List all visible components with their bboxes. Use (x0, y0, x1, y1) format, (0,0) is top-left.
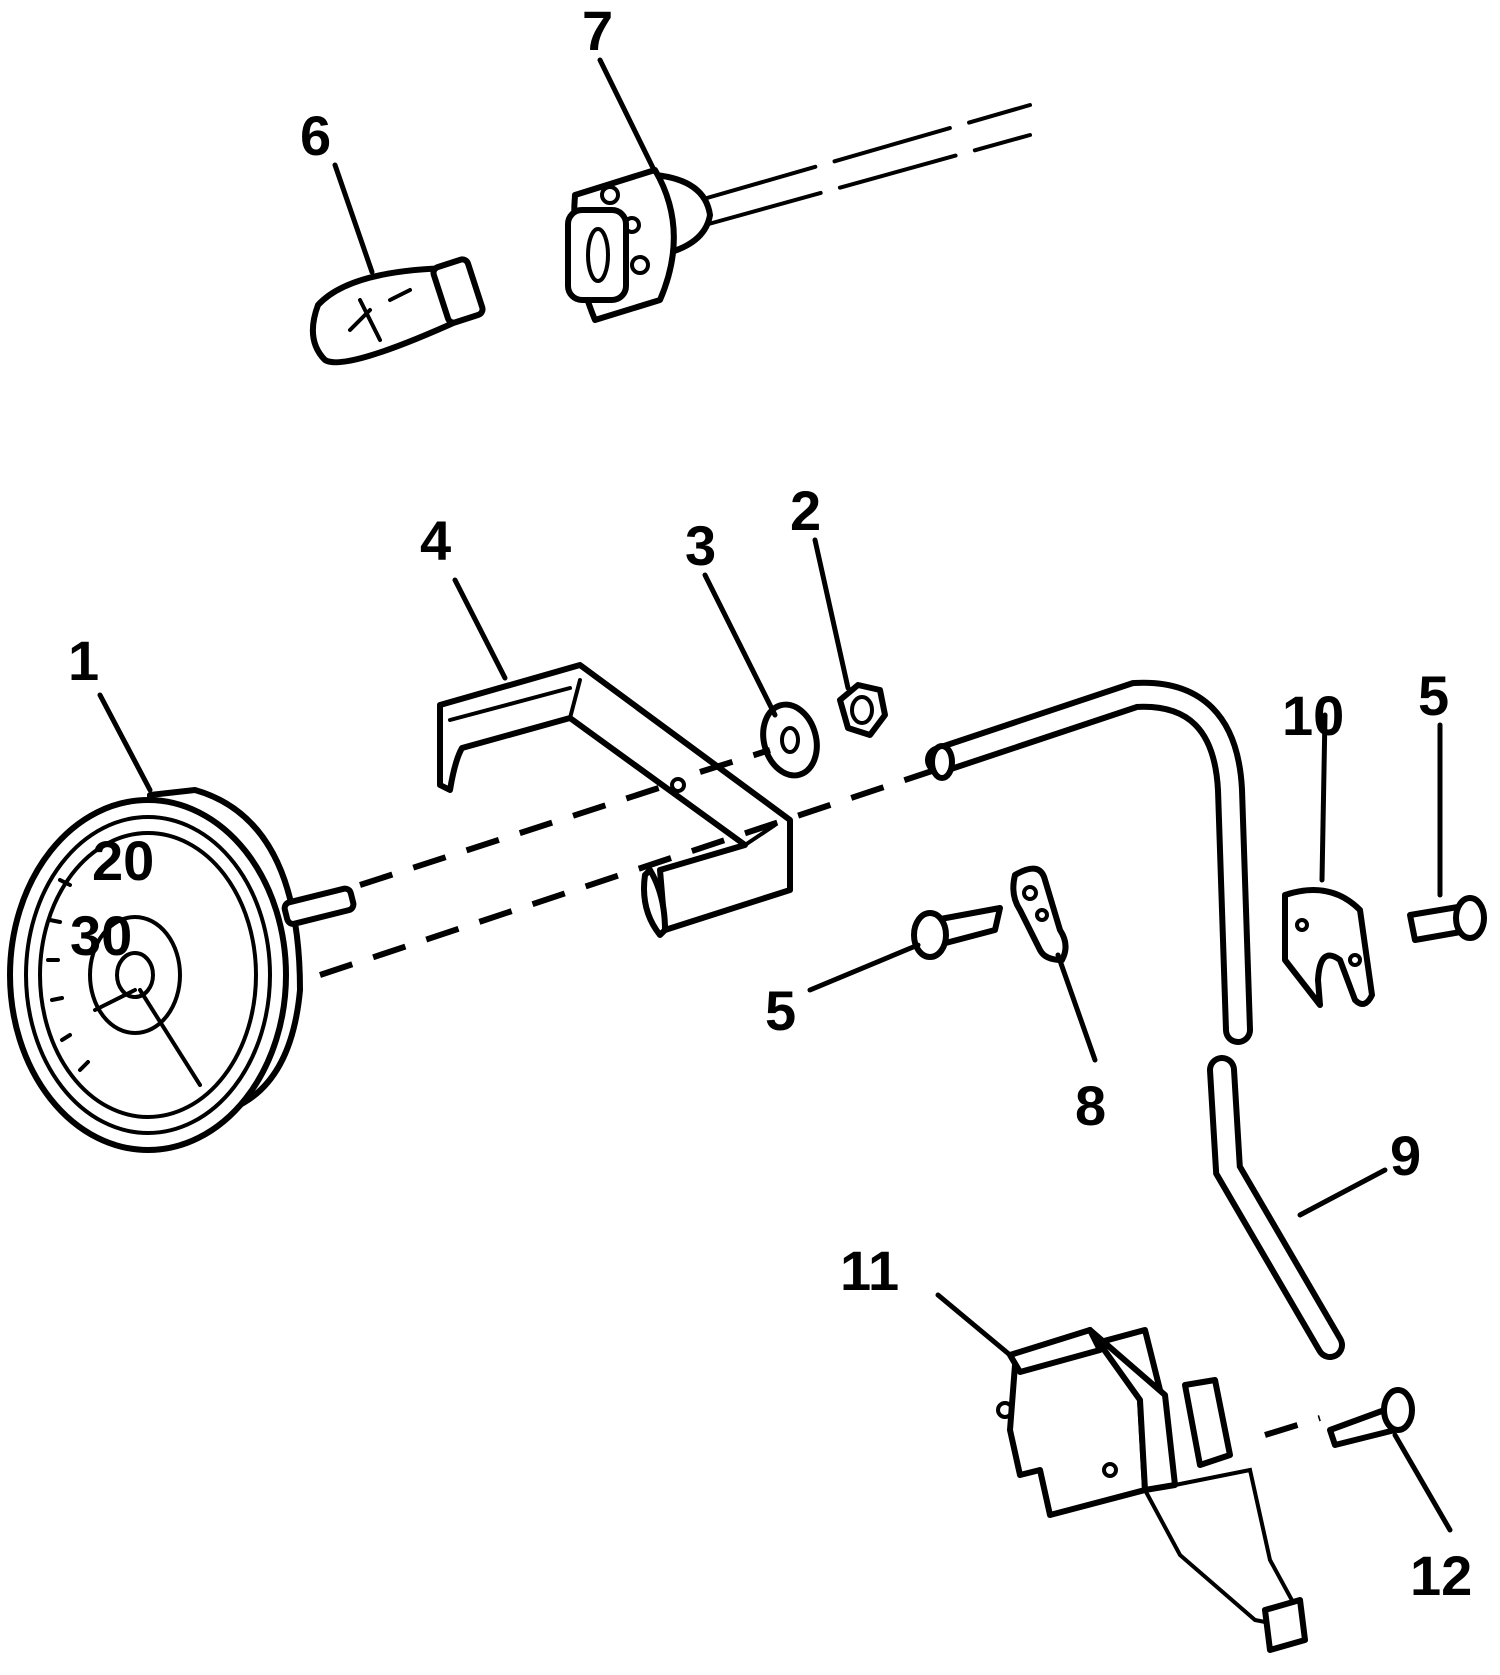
clip-part-10 (1282, 887, 1375, 1008)
callout-label-10: 10 (1282, 684, 1344, 747)
bracket-part-4 (437, 662, 793, 938)
screw-part-5-center (911, 905, 1003, 960)
callout-label-4: 4 (420, 509, 451, 572)
nut-part-2 (837, 682, 888, 738)
alignment-dash-lines (319, 747, 1321, 1438)
callout-label-5a: 5 (765, 979, 796, 1042)
callout-label-2: 2 (790, 479, 821, 542)
clamp-part-8 (1010, 865, 1069, 963)
gauge-tick-label: 20 (92, 829, 154, 892)
callout-label-11: 11 (840, 1239, 899, 1302)
callout-label-8: 8 (1075, 1074, 1106, 1137)
callout-label-1: 1 (68, 629, 99, 692)
callout-label-7: 7 (582, 0, 613, 62)
callout-label-3: 3 (685, 514, 716, 577)
leader-lines (97, 57, 1453, 1533)
washer-part-3 (760, 701, 820, 779)
callout-labels: 1 2 3 4 5 5 6 7 8 9 10 11 12 (68, 0, 1472, 1607)
switch-part-11 (996, 1327, 1308, 1653)
callout-label-6: 6 (300, 104, 331, 167)
tube-part-9 (925, 679, 1345, 1360)
socket-part-7 (565, 103, 1032, 323)
screw-part-12 (1327, 1387, 1415, 1448)
bulb-part-6 (309, 256, 486, 366)
screw-part-5-right (1407, 895, 1487, 943)
callout-label-9: 9 (1390, 1124, 1421, 1187)
callout-label-5b: 5 (1418, 664, 1449, 727)
gauge-tick-label: 30 (70, 904, 132, 967)
gauge-part-1: 20 30 (7, 787, 357, 1153)
callout-label-12: 12 (1410, 1544, 1472, 1607)
